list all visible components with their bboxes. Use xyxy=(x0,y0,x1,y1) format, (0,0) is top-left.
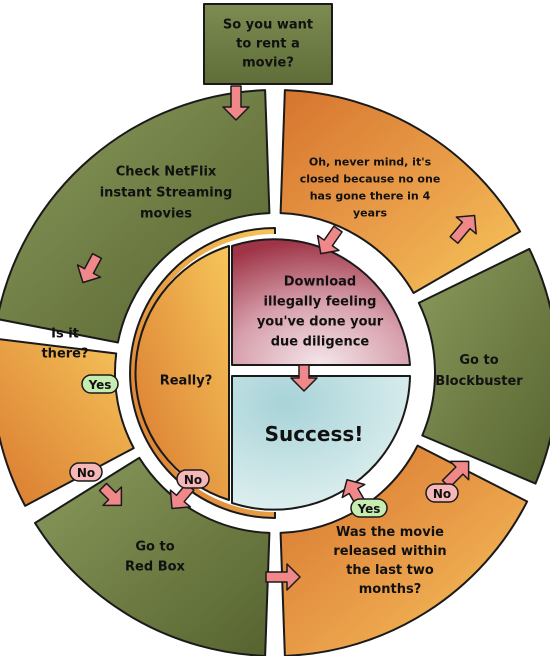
redbox-text: Go to Red Box xyxy=(125,540,185,575)
released-text-line: Was the movie xyxy=(336,525,444,540)
success-text: Success! xyxy=(265,422,364,446)
yes-tag-left-pill xyxy=(81,374,119,394)
redbox-segment xyxy=(34,456,271,656)
title-text: So you want to rent a movie? xyxy=(223,18,313,71)
closed-text: Oh, never mind, it's closed because no on… xyxy=(300,155,441,219)
arrow-redbox-to-released xyxy=(265,563,301,591)
no-tag-left-a: No xyxy=(77,466,95,480)
title-text-line: So you want xyxy=(223,18,313,33)
closed-text-line: closed because no one xyxy=(300,172,441,185)
released-text-line: months? xyxy=(359,582,421,597)
arrow-title-to-netflix xyxy=(222,85,250,121)
title-text-line: to rent a xyxy=(236,37,300,52)
arrow-download-to-success xyxy=(290,364,318,392)
netflix-text: Check NetFlix instant Streaming movies xyxy=(100,165,233,222)
released-text-line: released within xyxy=(333,544,446,559)
download-text-line: due diligence xyxy=(271,335,370,350)
closed-text-line: Oh, never mind, it's xyxy=(309,155,432,168)
really-text-line: Really? xyxy=(160,374,213,389)
redbox-text-line: Red Box xyxy=(125,560,185,575)
closed-text-line: years xyxy=(353,206,387,219)
redbox-text-line: Go to xyxy=(135,540,174,555)
yes-tag-right: Yes xyxy=(357,502,381,516)
is-it-there-text-line: there? xyxy=(41,347,88,362)
blockbuster-text: Go to Blockbuster xyxy=(435,353,523,389)
no-tag-left-b-pill xyxy=(176,469,210,489)
no-tag-left-a-pill xyxy=(69,462,103,482)
yes-tag-left: Yes xyxy=(88,378,112,392)
netflix-text-line: movies xyxy=(140,207,192,222)
really-text: Really? xyxy=(160,374,213,389)
arrow-no-to-redbox-a xyxy=(98,482,123,507)
no-tag-left-b: No xyxy=(184,473,202,487)
download-quadrant xyxy=(231,238,411,366)
netflix-text-line: Check NetFlix xyxy=(116,165,217,180)
download-text-line: Download xyxy=(284,275,356,290)
no-tag-right-pill xyxy=(425,483,459,503)
download-text-line: illegally feeling xyxy=(264,295,377,310)
arrow-blockbuster-to-closed xyxy=(449,214,477,244)
released-text-line: the last two xyxy=(346,563,434,578)
netflix-text-line: instant Streaming xyxy=(100,186,233,201)
download-text: Download illegally feeling you've done you… xyxy=(257,275,384,350)
arrow-closed-to-download xyxy=(316,225,343,255)
released-segment xyxy=(279,444,529,656)
download-text-line: you've done your xyxy=(257,315,384,330)
arrow-no-to-redbox-b xyxy=(169,483,195,510)
title-text-line: movie? xyxy=(242,56,294,71)
released-text: Was the movie released within the last two… xyxy=(333,525,446,597)
netflix-segment xyxy=(0,89,271,344)
arrow-netflix-to-isthere xyxy=(76,252,103,284)
blockbuster-segment xyxy=(417,247,550,485)
blockbuster-text-line: Blockbuster xyxy=(435,374,523,389)
closed-text-line: has gone there in 4 xyxy=(310,189,431,202)
title-box xyxy=(203,3,333,85)
no-tag-right: No xyxy=(433,487,451,501)
yes-tag-right-pill xyxy=(350,498,388,518)
arrow-no-to-blockbuster xyxy=(441,460,470,489)
is-it-there-text: Is it there? xyxy=(41,327,88,362)
closed-segment xyxy=(279,89,522,294)
blockbuster-text-line: Go to xyxy=(459,353,498,368)
is-it-there-text-line: Is it xyxy=(51,327,79,342)
success-text-line: Success! xyxy=(265,422,364,446)
